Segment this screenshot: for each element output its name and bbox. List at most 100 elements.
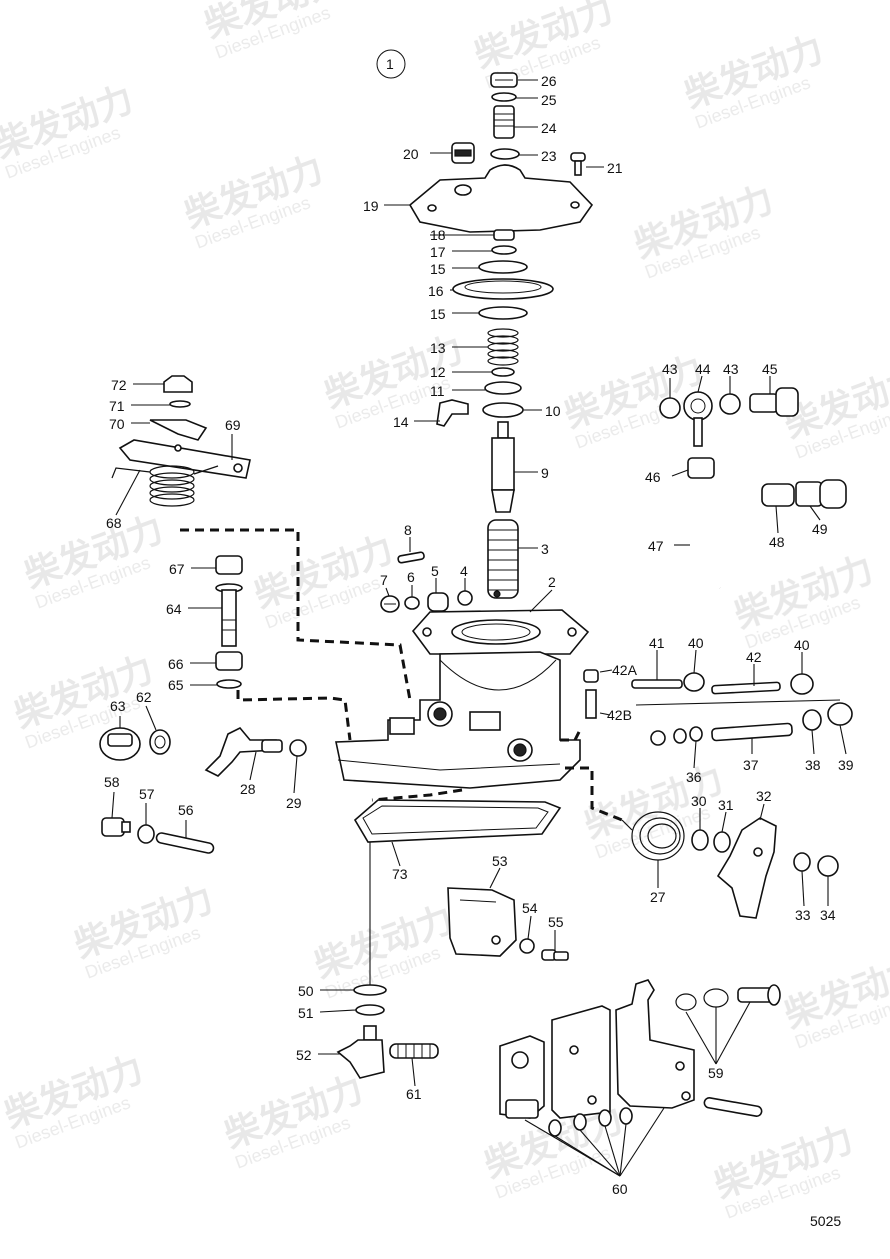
part-59-springs <box>675 984 781 1011</box>
label-51: 51 <box>298 1005 314 1021</box>
label-43-left: 43 <box>662 361 678 377</box>
watermark: 柴发动力 Diesel-Engines <box>0 1049 149 1153</box>
watermark: 柴发动力 Diesel-Engines <box>199 0 348 63</box>
part-71-washer <box>169 400 191 408</box>
part-56-pin <box>155 832 215 854</box>
label-5: 5 <box>431 563 439 579</box>
part-4-washer <box>457 590 473 606</box>
label-43-right: 43 <box>723 361 739 377</box>
label-49: 49 <box>812 521 828 537</box>
part-25-washer <box>491 92 517 102</box>
label-24: 24 <box>541 120 557 136</box>
part-52-lever <box>336 1039 385 1079</box>
part-15-washer-upper <box>478 260 528 274</box>
part-3-bellows <box>487 519 519 599</box>
part-31-bushing <box>713 831 731 853</box>
label-65: 65 <box>168 677 184 693</box>
label-11: 11 <box>430 383 445 399</box>
part-33-washer <box>793 852 811 872</box>
part-8-pin <box>397 551 425 564</box>
label-38: 38 <box>805 757 821 773</box>
label-15-lower: 15 <box>430 306 446 322</box>
leader-lines <box>111 79 847 1177</box>
watermark: 柴发动力 Diesel-Engines <box>0 79 139 183</box>
part-11-bearing <box>484 381 522 395</box>
label-21: 21 <box>607 160 623 176</box>
label-25: 25 <box>541 92 557 108</box>
label-47: 47 <box>648 538 664 554</box>
label-63: 63 <box>110 698 126 714</box>
part-15-washer-lower <box>478 306 528 320</box>
part-50-washer <box>353 984 387 996</box>
label-40-left: 40 <box>688 635 704 651</box>
label-46: 46 <box>645 469 661 485</box>
label-16: 16 <box>428 283 444 299</box>
label-71: 71 <box>109 398 125 414</box>
label-34: 34 <box>820 907 836 923</box>
part-58-screw <box>101 817 125 837</box>
part-14-clip <box>436 399 469 427</box>
label-54: 54 <box>522 900 538 916</box>
label-72: 72 <box>111 377 127 393</box>
label-55: 55 <box>548 914 564 930</box>
part-28-lever <box>204 727 277 777</box>
part-39-nut <box>827 702 853 726</box>
label-10: 10 <box>545 403 561 419</box>
part-12-washer <box>491 367 515 377</box>
parts-53-to-55 <box>447 887 569 961</box>
part-60-bracket-mid <box>551 1005 611 1119</box>
label-12: 12 <box>430 364 446 380</box>
part-41-stud <box>631 679 683 689</box>
top-column-parts <box>408 72 594 599</box>
part-19-cover-boss <box>454 184 472 196</box>
figure-number-circle <box>376 49 406 79</box>
part-40-nut-right <box>790 673 814 695</box>
part-42-stud <box>711 681 781 695</box>
label-59: 59 <box>708 1065 724 1081</box>
label-42: 42 <box>746 649 762 665</box>
part-54-washer <box>519 938 535 954</box>
part-51-washer <box>355 1004 385 1016</box>
part-60-pin <box>703 1097 763 1117</box>
label-60: 60 <box>612 1181 628 1197</box>
part-42a-nut <box>583 669 599 683</box>
label-13: 13 <box>430 340 446 356</box>
part-10-ring <box>482 402 524 418</box>
label-20: 20 <box>403 146 419 162</box>
part-40-nut-left <box>683 672 705 692</box>
parts-59-60-lever-assembly <box>499 979 781 1137</box>
part-69-lever <box>118 439 251 479</box>
part-70-plate <box>149 419 208 441</box>
label-2: 2 <box>548 574 556 590</box>
part-64-bolt <box>221 589 237 647</box>
label-40-right: 40 <box>794 637 810 653</box>
part-43-washer-left <box>659 397 681 419</box>
part-18-nut <box>493 229 515 241</box>
part-73-gasket <box>353 799 562 843</box>
watermark: 柴发动力 Diesel-Engines <box>629 179 778 283</box>
label-23: 23 <box>541 148 557 164</box>
label-33: 33 <box>795 907 811 923</box>
watermark: 柴发动力 Diesel-Engines <box>679 29 828 133</box>
part-21-screw-shank <box>574 160 582 176</box>
part-30-washer <box>691 829 709 851</box>
label-69: 69 <box>225 417 241 433</box>
part-43-washer-right <box>719 393 741 415</box>
part-66-bushing <box>215 651 243 671</box>
part-13-spring <box>487 328 519 366</box>
label-48: 48 <box>769 534 785 550</box>
label-15-upper: 15 <box>430 261 446 277</box>
label-42b: 42B <box>607 707 632 723</box>
watermark: 柴发动力 Diesel-Engines <box>19 509 168 613</box>
watermark: 柴发动力 Diesel-Engines <box>179 149 328 253</box>
label-9: 9 <box>541 465 549 481</box>
label-19: 19 <box>363 198 379 214</box>
label-56: 56 <box>178 802 194 818</box>
part-46-sleeve <box>687 457 715 479</box>
label-14: 14 <box>393 414 409 430</box>
part-20-plug-detail <box>454 149 472 157</box>
part-23-seal-ring <box>490 148 520 160</box>
part-29-washer <box>289 739 307 757</box>
label-27: 27 <box>650 889 666 905</box>
